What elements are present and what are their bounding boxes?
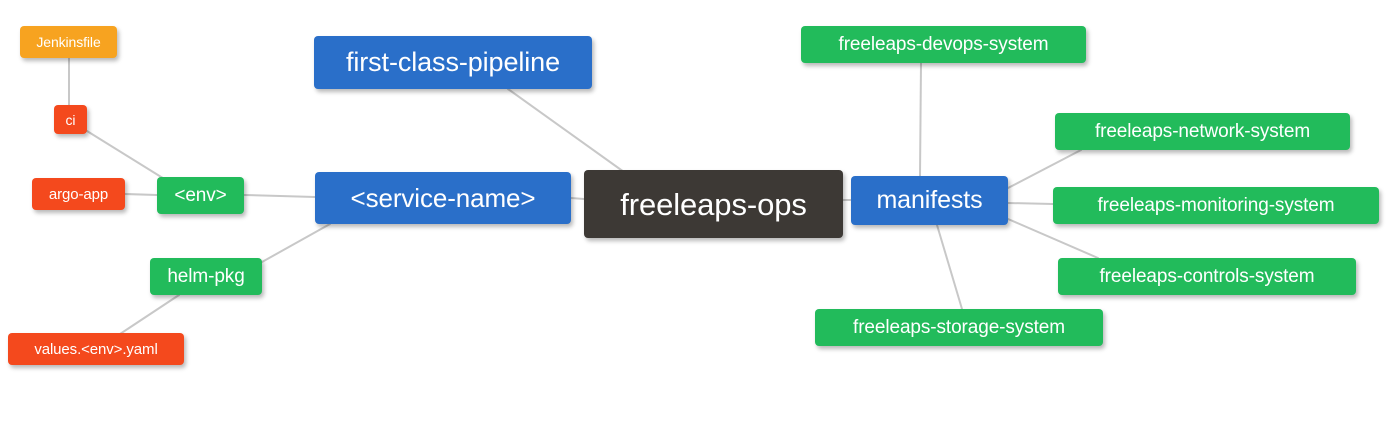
edge-manifests-to-monitoring-system [1007,202,1054,205]
node-manifests[interactable]: manifests [851,176,1008,225]
node-label-argo-app: argo-app [48,185,109,203]
node-ci[interactable]: ci [54,105,87,134]
node-label-controls-system: freeleaps-controls-system [1099,266,1315,287]
node-label-manifests: manifests [876,186,983,214]
node-network-system[interactable]: freeleaps-network-system [1055,113,1350,150]
node-label-ci: ci [65,111,76,128]
node-monitoring-system[interactable]: freeleaps-monitoring-system [1053,187,1379,224]
edge-first-class-pipeline-to-freeleaps-ops [507,88,625,173]
node-controls-system[interactable]: freeleaps-controls-system [1058,258,1356,295]
node-label-monitoring-system: freeleaps-monitoring-system [1097,195,1335,216]
node-devops-system[interactable]: freeleaps-devops-system [801,26,1086,63]
node-label-freeleaps-ops: freeleaps-ops [620,186,807,222]
node-storage-system[interactable]: freeleaps-storage-system [815,309,1103,346]
node-helm-pkg[interactable]: helm-pkg [150,258,262,295]
edge-argo-app-to-env [124,193,158,196]
node-label-env: <env> [174,185,227,206]
edge-ci-to-env [86,130,167,181]
node-label-devops-system: freeleaps-devops-system [838,34,1049,55]
node-first-class-pipeline[interactable]: first-class-pipeline [314,36,592,89]
edge-manifests-to-network-system [1007,149,1082,189]
node-env[interactable]: <env> [157,177,244,214]
node-label-storage-system: freeleaps-storage-system [853,317,1065,338]
edge-env-to-service-name [243,194,316,198]
node-label-helm-pkg: helm-pkg [167,266,245,287]
node-label-service-name: <service-name> [350,183,536,213]
node-label-network-system: freeleaps-network-system [1094,121,1311,142]
node-values-yaml[interactable]: values.<env>.yaml [8,333,184,365]
edge-manifests-to-devops-system [919,62,922,177]
edge-helm-pkg-to-values-yaml [119,294,180,335]
edge-manifests-to-controls-system [1007,218,1099,259]
edge-manifests-to-storage-system [936,224,963,310]
edge-service-name-to-freeleaps-ops [570,197,585,200]
node-label-jenkinsfile: Jenkinsfile [36,34,101,50]
node-jenkinsfile[interactable]: Jenkinsfile [20,26,117,58]
node-service-name[interactable]: <service-name> [315,172,571,224]
node-freeleaps-ops[interactable]: freeleaps-ops [584,170,843,238]
edge-service-name-to-helm-pkg [261,223,331,263]
node-label-values-yaml: values.<env>.yaml [34,340,158,358]
node-label-first-class-pipeline: first-class-pipeline [345,47,561,77]
node-argo-app[interactable]: argo-app [32,178,125,210]
